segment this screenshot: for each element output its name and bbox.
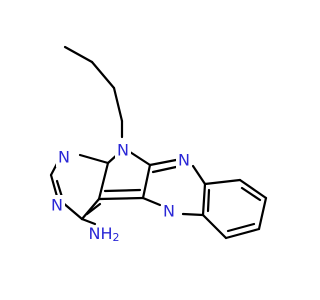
bond [148,158,178,167]
bond [112,86,124,123]
bond [103,188,142,193]
bond [78,153,110,165]
atom-amine: NH2 [89,224,120,244]
atom-n-quinoxaline-lower: N [163,202,175,221]
bond [63,45,94,64]
bond [224,227,261,240]
atom-n-pyrimidine-upper: N [58,148,70,167]
pyrazine-ring [141,158,207,217]
bond [191,164,207,186]
bond [206,188,211,213]
bond [97,196,145,201]
bond [238,178,268,200]
bond [257,196,268,231]
bond [141,196,162,207]
bond [97,161,110,201]
bond [181,212,205,217]
benzene-ring [201,178,268,240]
bond [85,202,102,216]
bond [201,213,228,240]
amine-bond [80,217,97,226]
molecule-structure: N N N N N NH2 [49,45,268,244]
amine-label: NH [89,224,113,243]
atom-n-pyrimidine-lower: N [51,196,63,215]
atom-n-butyl: N [117,141,129,160]
bond [55,179,64,199]
bond [141,163,152,200]
bond [201,182,207,217]
amine-subscript: 2 [113,231,120,244]
structure-canvas: N N N N N NH2 [49,45,268,244]
bond [203,178,242,186]
atom-n-quinoxaline-upper: N [178,151,190,170]
bond [90,60,116,90]
bond [128,150,152,167]
atom-labels: N N N N N NH2 [49,139,192,244]
butyl-chain [63,45,124,139]
bond [226,222,256,233]
bond [240,186,262,202]
bond [80,197,101,221]
bond [151,165,178,174]
bond [60,200,84,221]
